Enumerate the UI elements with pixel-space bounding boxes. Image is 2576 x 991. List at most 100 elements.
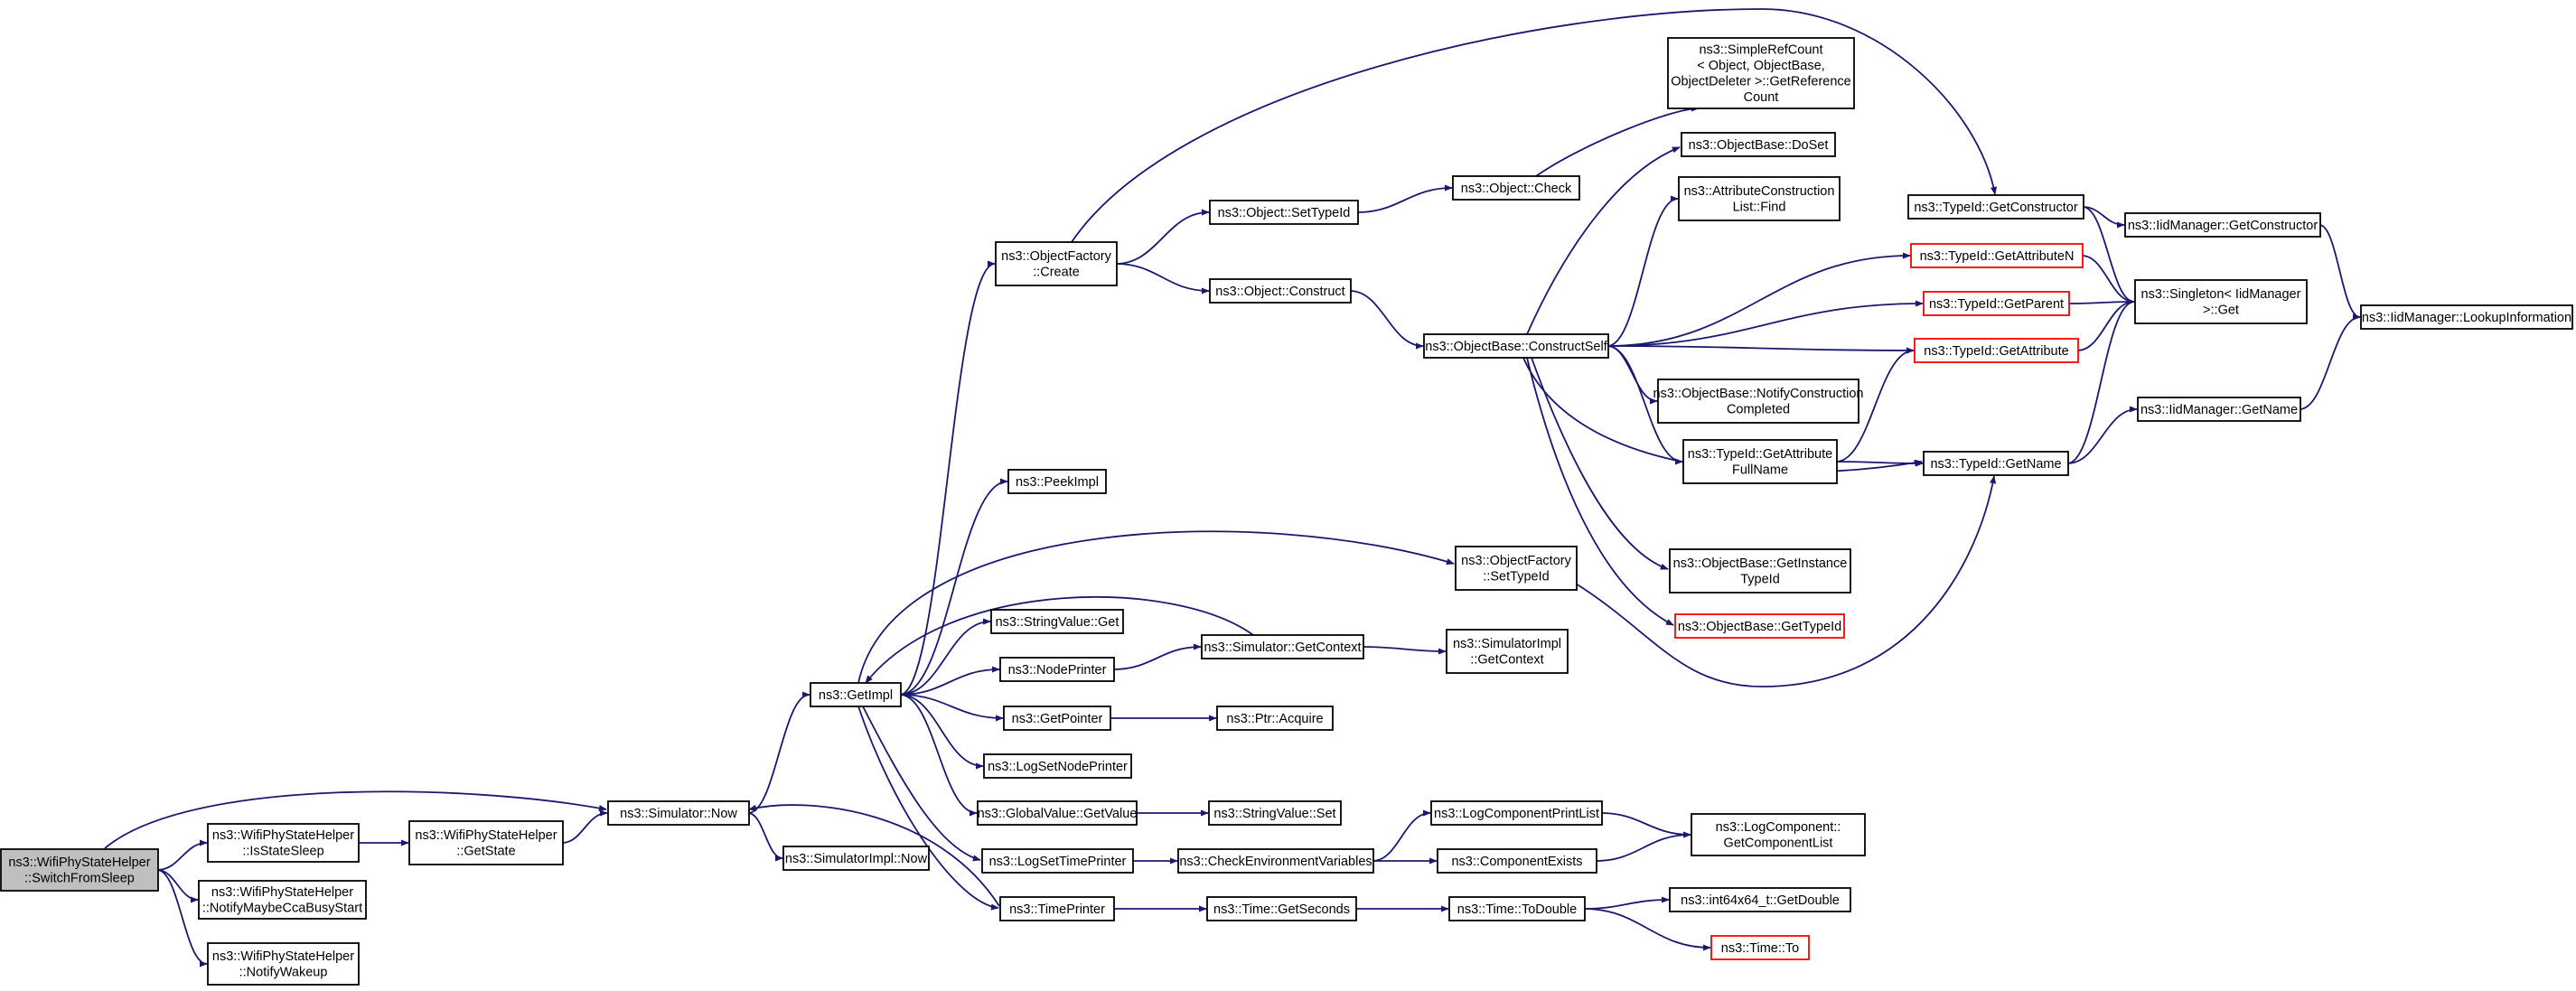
edge-checkEnv-to-logCompPrintList [1372,809,1431,862]
node-label-line: ns3::IidManager::GetName [2140,403,2298,417]
edge-iidGetConstructor-to-iidLookup [2318,224,2361,321]
node-root[interactable]: ns3::WifiPhyStateHelper::SwitchFromSleep [0,848,159,892]
node-objCheck[interactable]: ns3::Object::Check [1452,175,1580,201]
node-simImplNow[interactable]: ns3::SimulatorImpl::Now [782,846,930,871]
node-simpleRef[interactable]: ns3::SimpleRefCount< Object, ObjectBase,… [1667,37,1855,109]
node-label-line: ns3::TypeId::GetName [1930,457,2061,472]
node-getPointer[interactable]: ns3::GetPointer [1003,706,1111,731]
node-timeGetSeconds[interactable]: ns3::Time::GetSeconds [1206,896,1357,921]
node-simGetContext[interactable]: ns3::Simulator::GetContext [1201,634,1364,659]
edge-objConstruct-to-obConstructSelf [1349,290,1424,350]
node-ofSetTypeId[interactable]: ns3::ObjectFactory::SetTypeId [1455,546,1578,591]
node-label-line: ns3::Simulator::Now [620,807,737,821]
node-box [0,848,159,892]
node-box [782,846,930,871]
edge-obConstructSelf-to-tidGetAttribute [1606,345,1915,354]
node-box [207,942,360,986]
node-globalGetValue[interactable]: ns3::GlobalValue::GetValue [977,800,1138,826]
node-simImplGetContext[interactable]: ns3::SimulatorImpl::GetContext [1446,629,1569,674]
node-peekImpl[interactable]: ns3::PeekImpl [1007,469,1107,494]
edge-logCompPrintList-to-logCompGetList [1600,812,1691,838]
node-logSetNodePrinter[interactable]: ns3::LogSetNodePrinter [983,753,1132,779]
node-timePrinter[interactable]: ns3::TimePrinter [999,896,1115,921]
node-getState[interactable]: ns3::WifiPhyStateHelper::GetState [408,820,564,865]
node-iidGetConstructor[interactable]: ns3::IidManager::GetConstructor [2124,212,2321,238]
node-box [1710,935,1810,960]
node-label-line: ns3::WifiPhyStateHelper [415,828,557,843]
node-tidGetConstructor[interactable]: ns3::TypeId::GetConstructor [1907,194,2084,220]
node-strValGet[interactable]: ns3::StringValue::Get [990,609,1124,634]
node-isStateSleep[interactable]: ns3::WifiPhyStateHelper::IsStateSleep [207,823,360,863]
node-obConstructSelf[interactable]: ns3::ObjectBase::ConstructSelf [1423,333,1609,359]
node-int64GetDouble[interactable]: ns3::int64x64_t::GetDouble [1669,887,1851,912]
node-objSetTypeId[interactable]: ns3::Object::SetTypeId [1209,200,1359,225]
node-label-line: ns3::WifiPhyStateHelper [212,828,354,843]
edge-tidGetParent-to-singletonGet [2067,298,2135,305]
node-strValSet[interactable]: ns3::StringValue::Set [1208,800,1342,826]
node-box [1007,469,1107,494]
node-compExists[interactable]: ns3::ComponentExists [1437,848,1597,874]
node-box [207,823,360,863]
node-box [990,609,1124,634]
node-box [1691,813,1866,856]
node-label-line: ns3::Time::To [1721,941,1800,956]
node-tidGetAttributeN[interactable]: ns3::TypeId::GetAttributeN [1910,243,2084,268]
node-label-line: ns3::TypeId::GetAttribute [1924,344,2068,359]
node-logCompGetList[interactable]: ns3::LogComponent::GetComponentList [1691,813,1866,856]
node-box [1177,848,1374,874]
node-iidGetName[interactable]: ns3::IidManager::GetName [2137,397,2301,422]
node-box [995,241,1118,286]
node-box [1209,200,1359,225]
node-label-line: FullName [1732,463,1788,478]
node-label-line: ns3::Object::Construct [1215,285,1344,299]
node-label-line: ns3::Time::ToDouble [1457,902,1577,917]
node-label-line: ns3::Object::Check [1461,182,1572,196]
node-ofCreate[interactable]: ns3::ObjectFactory::Create [995,241,1118,286]
edge-getImpl-to-getPointer [899,694,1004,722]
node-label-line: ::GetState [456,845,515,859]
node-label-line: ns3::ComponentExists [1451,855,1582,869]
edge-tidGetAttributeN-to-singletonGet [2081,255,2135,305]
node-logCompPrintList[interactable]: ns3::LogComponentPrintList [1430,800,1603,826]
node-label-line: ns3::ObjectBase::ConstructSelf [1425,340,1607,354]
node-getImpl[interactable]: ns3::GetImpl [810,682,902,707]
node-tidGetParent[interactable]: ns3::TypeId::GetParent [1923,291,2070,316]
node-tidGetAttribute[interactable]: ns3::TypeId::GetAttribute [1914,338,2079,363]
node-objConstruct[interactable]: ns3::Object::Construct [1209,278,1352,304]
edge-getImpl-to-strValGet [899,618,991,696]
node-singletonGet[interactable]: ns3::Singleton< IidManager>::Get [2134,279,2308,324]
node-tidGetName[interactable]: ns3::TypeId::GetName [1923,451,2069,476]
node-box [1455,546,1578,591]
node-simNow[interactable]: ns3::Simulator::Now [607,800,750,826]
node-checkEnv[interactable]: ns3::CheckEnvironmentVariables [1177,848,1374,874]
node-box [1209,278,1352,304]
node-nodePrinter[interactable]: ns3::NodePrinter [999,657,1115,682]
node-box [810,682,902,707]
node-obDoSet[interactable]: ns3::ObjectBase::DoSet [1681,132,1836,157]
edge-root-to-notifyWakeup [156,869,208,968]
node-box [1910,243,2084,268]
edge-obConstructSelf-to-obGetInstance [1531,357,1669,570]
node-label-line: ns3::GetImpl [819,688,893,703]
node-notifyCca[interactable]: ns3::WifiPhyStateHelper::NotifyMaybeCcaB… [198,880,367,920]
edge-getImpl-to-globalGetValue [899,694,978,817]
edge-compExists-to-logCompGetList [1595,831,1691,862]
node-box [1674,613,1845,639]
node-label-line: ObjectDeleter >::GetReference [1671,75,1850,89]
node-label-line: ns3::LogSetTimePrinter [989,855,1127,869]
node-iidLookup[interactable]: ns3::IidManager::LookupInformation [2360,304,2573,330]
edge-timeToDouble-to-int64GetDouble [1583,896,1670,910]
node-notifyWakeup[interactable]: ns3::WifiPhyStateHelper::NotifyWakeup [207,942,360,986]
node-obNotify[interactable]: ns3::ObjectBase::NotifyConstructionCompl… [1653,379,1864,424]
node-timeToDouble[interactable]: ns3::Time::ToDouble [1448,896,1586,921]
edge-getImpl-to-peekImpl [899,478,1008,696]
node-ptrAcquire[interactable]: ns3::Ptr::Acquire [1216,706,1334,731]
node-label-line: TypeId [1740,573,1780,587]
node-timeTo[interactable]: ns3::Time::To [1710,935,1810,960]
edge-obConstructSelf-to-obDoSet [1526,146,1681,335]
node-obGetTypeId[interactable]: ns3::ObjectBase::GetTypeId [1674,613,1845,639]
node-logSetTimePrinter[interactable]: ns3::LogSetTimePrinter [981,848,1134,874]
